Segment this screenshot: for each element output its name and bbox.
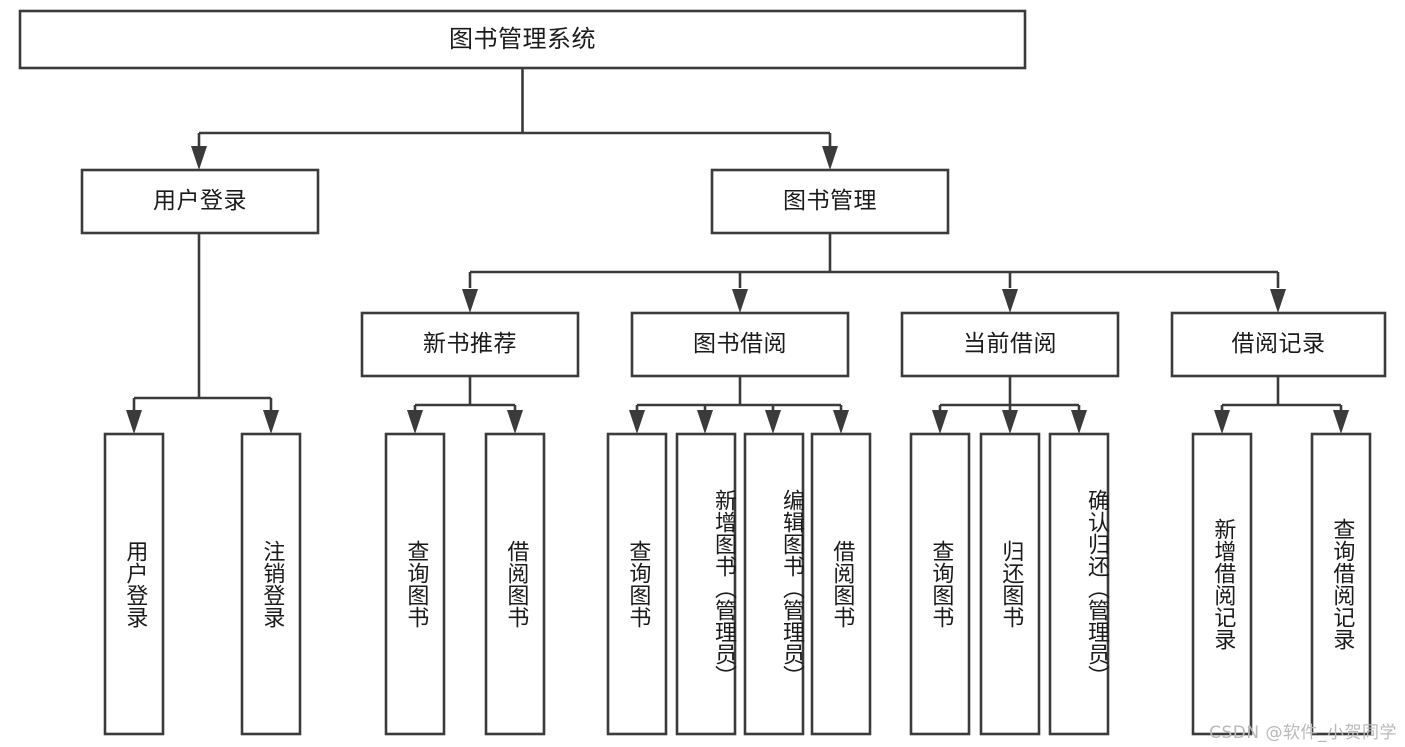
arrowhead-cb-leaf-3 bbox=[1071, 410, 1087, 434]
leaf-book-borrow-0[interactable] bbox=[606, 432, 668, 736]
leaf-new-book-1[interactable] bbox=[484, 432, 546, 736]
leaf-new-book-0[interactable] bbox=[384, 432, 446, 736]
arrowhead-book-manage bbox=[822, 146, 838, 170]
node-new-book-recommend[interactable] bbox=[360, 311, 580, 378]
node-book-manage[interactable] bbox=[710, 168, 950, 235]
arrowhead-bb-leaf-4 bbox=[833, 410, 849, 434]
arrowhead-new-book bbox=[462, 289, 478, 313]
leaf-user-login-0[interactable] bbox=[103, 432, 165, 736]
arrowhead-cb-leaf-1 bbox=[932, 410, 948, 434]
arrowhead-cb-leaf-2 bbox=[1002, 410, 1018, 434]
leaf-book-borrow-2[interactable] bbox=[743, 432, 805, 736]
leaf-borrow-records-1[interactable] bbox=[1310, 432, 1372, 736]
arrowhead-leaf-user-login bbox=[126, 410, 142, 434]
arrowhead-br-leaf-1 bbox=[1214, 410, 1230, 434]
arrowhead-nb-leaf-1 bbox=[407, 410, 423, 434]
leaf-borrow-records-0[interactable] bbox=[1191, 432, 1253, 736]
arrowhead-leaf-logout bbox=[263, 410, 279, 434]
node-user-login[interactable] bbox=[80, 168, 320, 235]
node-book-borrow[interactable] bbox=[630, 311, 850, 378]
arrowhead-br-leaf-2 bbox=[1333, 410, 1349, 434]
node-borrow-records[interactable] bbox=[1170, 311, 1387, 378]
leaf-book-borrow-1[interactable] bbox=[675, 432, 737, 736]
leaf-current-borrow-0[interactable] bbox=[909, 432, 971, 736]
leaf-user-login-1[interactable] bbox=[240, 432, 302, 736]
leaf-current-borrow-1[interactable] bbox=[979, 432, 1041, 736]
arrowhead-borrow-records bbox=[1270, 289, 1286, 313]
node-root[interactable] bbox=[18, 9, 1027, 70]
arrowhead-current-borrow bbox=[1002, 289, 1018, 313]
leaf-current-borrow-2[interactable] bbox=[1048, 432, 1110, 736]
arrowhead-nb-leaf-2 bbox=[507, 410, 523, 434]
arrowhead-bb-leaf-3 bbox=[765, 410, 781, 434]
arrowhead-book-borrow bbox=[732, 289, 748, 313]
arrowhead-bb-leaf-2 bbox=[697, 410, 713, 434]
node-current-borrow[interactable] bbox=[900, 311, 1120, 378]
leaf-book-borrow-3[interactable] bbox=[810, 432, 872, 736]
arrowhead-bb-leaf-1 bbox=[629, 410, 645, 434]
arrowhead-user-login bbox=[191, 146, 207, 170]
